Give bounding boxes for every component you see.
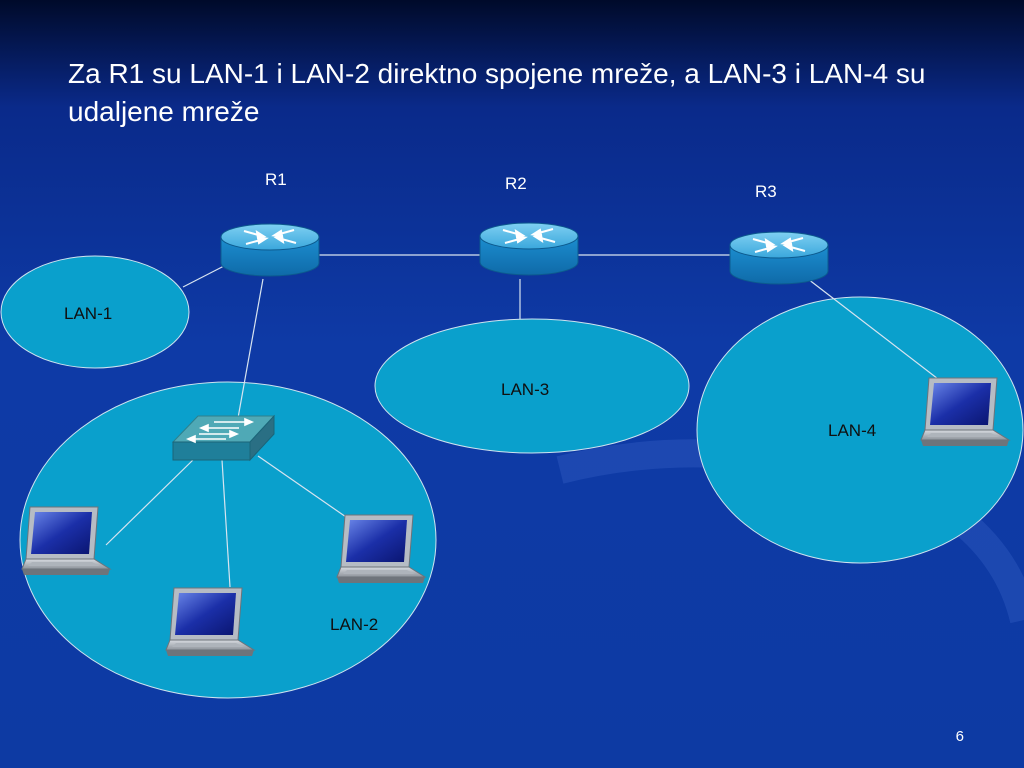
- lan-2-network: [19, 381, 437, 699]
- switch-icon: [171, 414, 276, 462]
- lan-4-network: [696, 296, 1024, 564]
- router-label-r1: R1: [265, 170, 287, 189]
- page-number: 6: [955, 728, 964, 745]
- network-links: [105, 254, 956, 588]
- lan-3-label: LAN-3: [501, 380, 549, 399]
- lan-3-network: [374, 318, 690, 454]
- lan-2-label: LAN-2: [330, 615, 378, 634]
- lan-4-label: LAN-4: [828, 421, 876, 440]
- link-switch-laptop-bottom: [221, 459, 231, 588]
- lan-1-network: [0, 255, 190, 369]
- router-label-r3: R3: [755, 182, 777, 201]
- router-icon-r1: [220, 223, 320, 277]
- lan-1-label: LAN-1: [64, 304, 112, 323]
- link-r1-switch: [237, 278, 264, 419]
- router-icon-r3: [729, 231, 829, 285]
- link-r1-lan1: [182, 265, 225, 288]
- link-r3-laptop: [807, 278, 956, 393]
- router-label-r2: R2: [505, 174, 527, 193]
- router-icon-r2: [479, 222, 579, 276]
- slide-title: Za R1 su LAN-1 i LAN-2 direktno spojene …: [68, 58, 926, 127]
- link-switch-laptop-left: [105, 457, 196, 546]
